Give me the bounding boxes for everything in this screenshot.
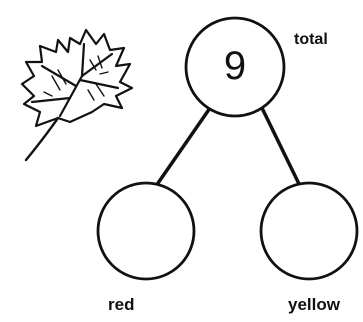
- connector-left: [154, 106, 212, 188]
- yellow-part-circle: [259, 181, 359, 281]
- connector-right: [260, 106, 302, 188]
- total-circle: [184, 16, 286, 118]
- total-value: 9: [223, 44, 247, 88]
- yellow-label: yellow: [288, 295, 340, 314]
- maple-leaf-icon: [20, 28, 134, 162]
- total-label: total: [294, 31, 328, 48]
- red-label: red: [108, 295, 135, 314]
- red-part-circle: [96, 181, 196, 281]
